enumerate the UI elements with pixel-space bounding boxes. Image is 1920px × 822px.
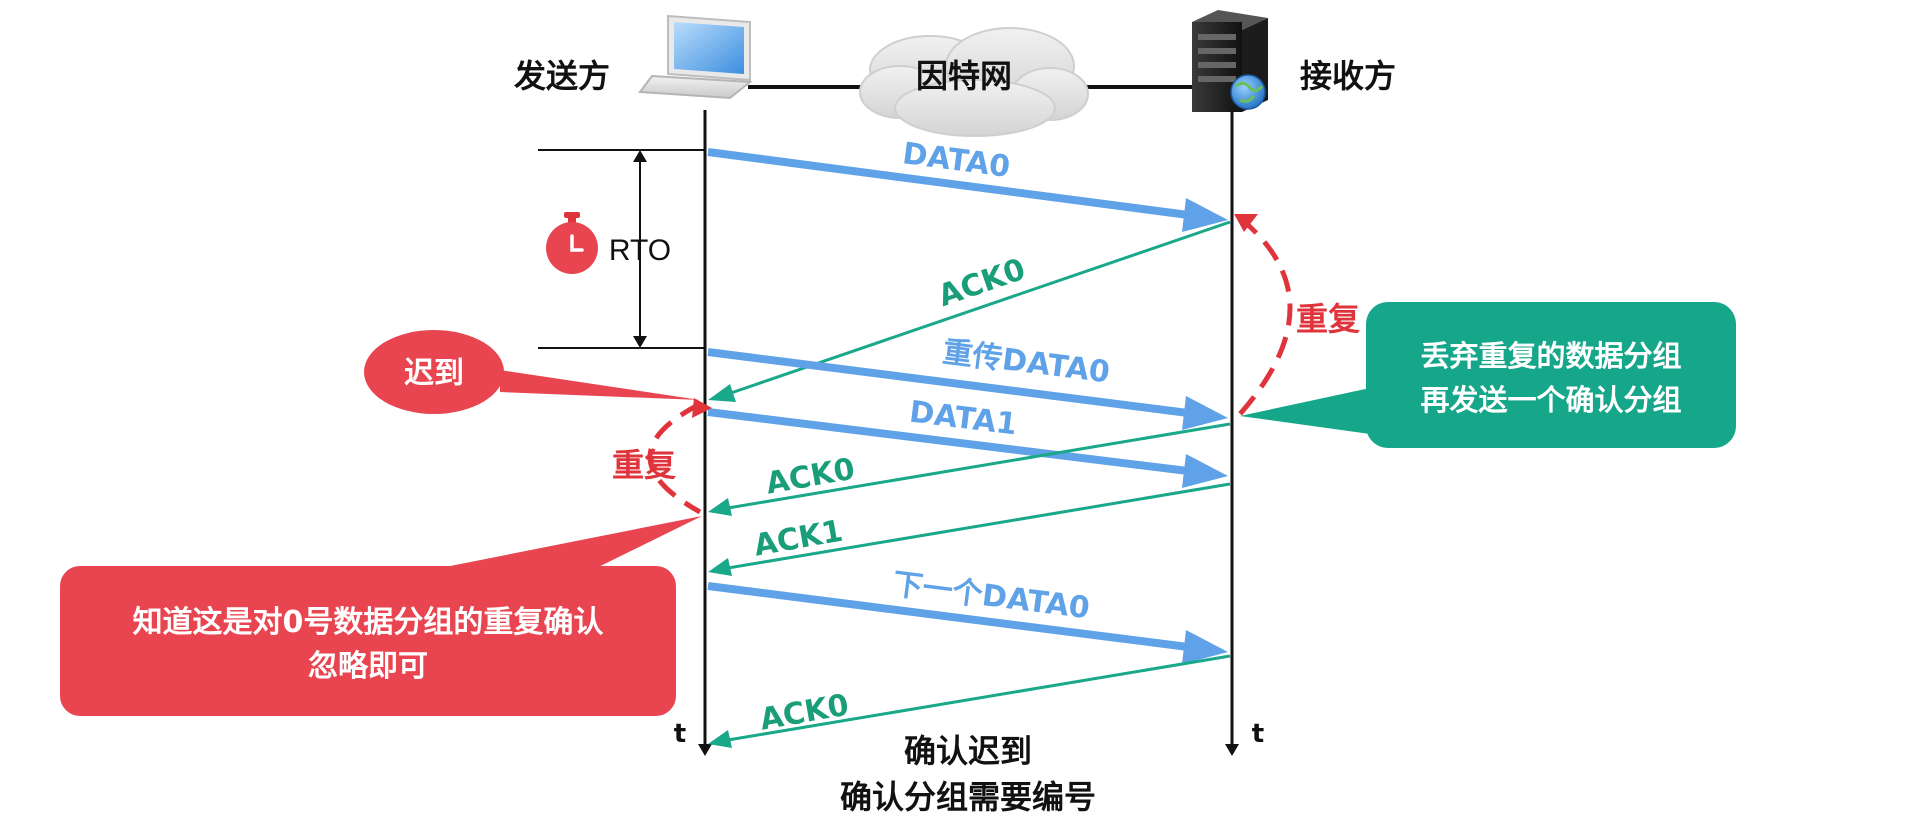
ignore-callout-line2: 忽略即可 [308,649,428,684]
retransmit-data0-arrow [707,348,1228,430]
late-callout [364,330,700,414]
server-icon [1192,10,1268,112]
duplicate-left-arc [647,398,712,515]
late-callout-text: 迟到 [404,356,464,391]
sender-timeline [698,110,712,756]
ignore-callout-line1: 知道这是对0号数据分组的重复确认 [133,605,604,640]
ack0-first-arrow [708,220,1231,402]
duplicate-right-arc [1234,214,1293,416]
ack1-arrow [708,482,1231,576]
next-data0-arrow [707,582,1228,664]
laptop-icon [638,14,753,100]
ack0-last-label: ACK0 [757,688,851,738]
receiver-time-axis-label: t [1252,719,1264,749]
rto-label: RTO [609,234,671,267]
duplicate-right-label: 重复 [1296,300,1360,338]
receiver-label: 接收方 [1300,57,1396,95]
ack1-label: ACK1 [751,514,845,564]
sender-label: 发送方 [514,57,610,95]
ack0-second-arrow [708,422,1231,516]
network-label: 因特网 [916,57,1012,95]
ack0-second-label: ACK0 [763,452,857,502]
duplicate-left-label: 重复 [612,446,676,484]
next-data0-label: 下一个DATA0 [891,567,1092,627]
ack0-first-label: ACK0 [934,252,1030,314]
stopwatch-icon [546,212,598,274]
data0-arrow [707,148,1228,232]
ignore-callout [60,516,702,716]
receiver-timeline [1225,110,1239,756]
rto-bracket [538,149,705,349]
discard-callout-line2: 再发送一个确认分组 [1420,383,1681,417]
header: 发送方 因特网 接 [514,10,1396,137]
cloud-icon [859,27,1089,137]
ack0-last-arrow [708,654,1231,748]
discard-callout [1240,302,1736,448]
sender-time-axis-label: t [674,719,686,749]
data1-arrow [707,408,1228,488]
discard-callout-line1: 丢弃重复的数据分组 [1420,339,1681,373]
caption-line2: 确认分组需要编号 [840,778,1096,816]
caption-line1: 确认迟到 [904,732,1032,770]
